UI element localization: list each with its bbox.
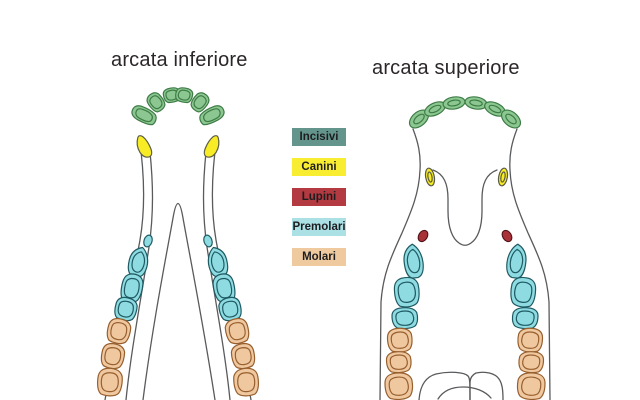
- lower-jaw-outline-right-inner: [202, 151, 231, 400]
- molar-tooth: [94, 365, 125, 399]
- incisor-tooth: [463, 94, 489, 112]
- opposing-incisor-outline: [469, 371, 504, 400]
- lower-arcade-title: arcata inferiore: [111, 49, 248, 71]
- upper-arcade-title: arcata superiore: [372, 57, 520, 79]
- lower-symphysis-arch: [142, 202, 216, 400]
- molar-tooth: [384, 372, 414, 400]
- legend-item-premolari: Premolari: [292, 218, 346, 236]
- lower-molars: [94, 315, 262, 399]
- molar-tooth: [386, 327, 413, 353]
- legend-label-premolari: Premolari: [292, 221, 346, 233]
- lower-jaw-outline-left-inner: [125, 151, 154, 400]
- molar-tooth: [98, 340, 128, 372]
- legend: Incisivi Canini Lupini Premolari Molari: [292, 128, 346, 266]
- upper-arcade-diagram: [379, 94, 551, 400]
- molar-tooth: [385, 350, 412, 374]
- molar-tooth: [228, 340, 258, 372]
- lower-incisors: [128, 86, 228, 129]
- premolar-tooth: [393, 276, 421, 309]
- upper-jaw-outlines: [379, 128, 551, 400]
- lower-premolars: [111, 234, 245, 324]
- lower-jaw-outlines: [104, 135, 252, 400]
- premolar-tooth: [504, 242, 529, 280]
- canine-tooth: [203, 135, 220, 158]
- incisor-tooth: [174, 86, 195, 104]
- lower-canines: [136, 135, 220, 158]
- legend-label-incisivi: Incisivi: [299, 131, 339, 143]
- palate-outline: [432, 169, 498, 246]
- premolar-tooth: [202, 234, 213, 248]
- premolar-tooth: [509, 276, 537, 309]
- upper-molars: [384, 327, 546, 400]
- molar-tooth: [231, 365, 262, 399]
- wolf-teeth: [416, 229, 514, 244]
- canine-tooth: [496, 166, 510, 188]
- upper-incisors: [405, 94, 525, 133]
- legend-item-canini: Canini: [292, 158, 346, 176]
- molar-tooth: [516, 372, 546, 400]
- molar-tooth: [518, 350, 545, 374]
- legend-item-lupini: Lupini: [292, 188, 346, 206]
- upper-premolars: [391, 242, 539, 330]
- legend-label-canini: Canini: [301, 161, 337, 173]
- legend-label-lupini: Lupini: [301, 191, 337, 203]
- canine-tooth: [136, 135, 153, 158]
- upper-jaw-outline-right: [509, 128, 551, 400]
- legend-label-molari: Molari: [302, 251, 336, 263]
- molar-tooth: [517, 327, 544, 353]
- lower-arcade-diagram: [94, 86, 262, 400]
- legend-item-incisivi: Incisivi: [292, 128, 346, 146]
- legend-item-molari: Molari: [292, 248, 346, 266]
- wolf-tooth: [500, 229, 514, 244]
- wolf-tooth: [416, 229, 430, 244]
- premolar-tooth: [511, 306, 539, 330]
- premolar-tooth: [391, 306, 419, 330]
- premolar-tooth: [142, 234, 153, 248]
- opposing-incisor-outline: [418, 371, 471, 400]
- incisor-tooth: [441, 94, 467, 112]
- opposing-arch-outline: [437, 386, 492, 400]
- upper-jaw-outline-left: [379, 128, 421, 400]
- premolar-tooth: [401, 242, 426, 280]
